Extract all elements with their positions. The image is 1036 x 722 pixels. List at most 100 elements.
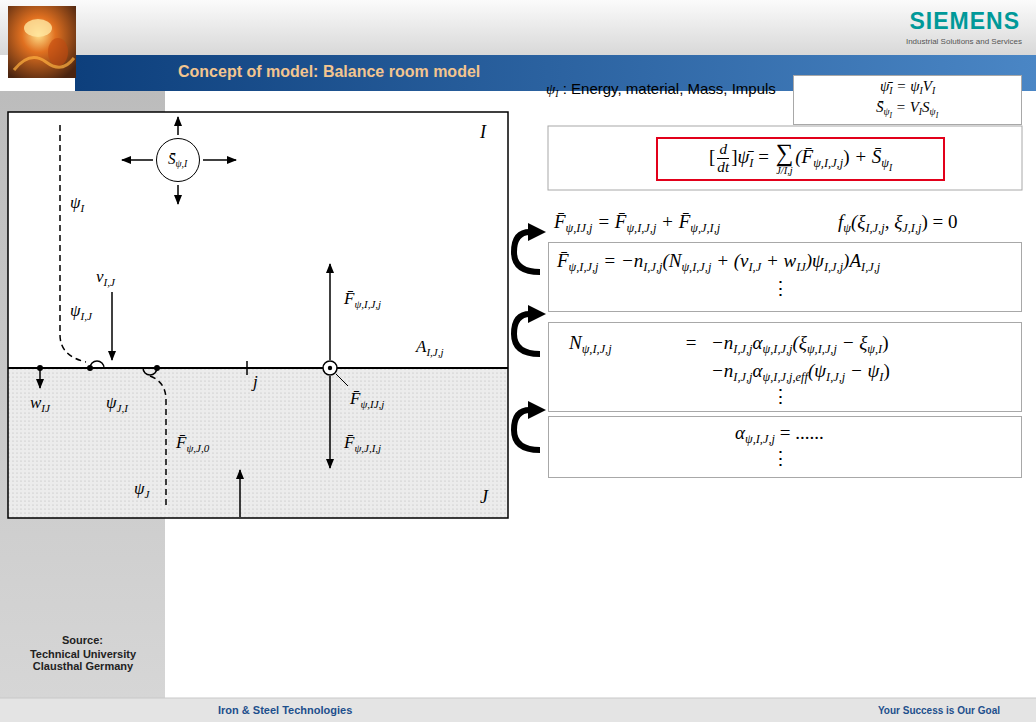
math-symbol: w [30,393,41,412]
subscript: ψ,I,J,j,eff [763,370,808,384]
subscript: ψ,J,0 [186,442,209,454]
denominator: dt [717,158,729,176]
subscript: I [919,106,922,117]
math-line: wIJ [30,392,50,416]
math-symbol: A [416,337,426,356]
subscript: ψ [884,106,890,117]
sub-subscript: I [890,111,893,120]
source-note: Technical University Clausthal Germany [8,648,158,672]
subscript: IJ [796,260,806,274]
subscript: I,J,j [826,370,845,384]
math-symbol: F̄ [344,289,354,308]
math-line: ψJ,I [106,392,128,416]
math-line: ⋮ [771,447,790,471]
math-symbol: J [480,487,488,507]
math-symbol: f [838,211,843,232]
subscript: ψ,I,J,j [813,156,843,170]
math-symbol: F̄ [350,389,360,408]
math-line: F̄ψ,I,J,j = −nI,J,j(Nψ,I,J,j + (vI,J + w… [557,249,880,276]
subscript: I,J,j [733,342,752,356]
math-line: J [480,486,488,509]
math-line: F̄ψ,J,0 [176,432,209,456]
math-operator: = ...... [775,422,824,443]
math-symbol: α [735,422,745,443]
math-symbol: ψ [70,301,81,320]
math-symbol: ψ̄ [737,146,749,167]
math-symbol: = V [892,99,919,115]
math-symbol: = ψ [893,78,920,94]
sum-symbol: ∑ [776,141,794,166]
math-line: = [681,331,701,355]
math-symbol: F̄ [176,433,186,452]
math-symbol: S [922,99,930,115]
subscript: ψ,I [176,158,188,169]
subscript: J [145,488,150,500]
math-symbol: = −n [599,250,644,271]
subscript: I [81,202,85,214]
math-line: ψI : Energy, material, Mass, Impuls [546,80,776,101]
math-line: F̄ψ,IJ,j = F̄ψ,I,J,j + F̄ψ,J,I,j [554,210,720,237]
math-line: S̄ψ,I [168,150,187,171]
subscript: ψ,I [867,342,882,356]
subscript: ψ,I,J,j [626,221,656,235]
subscript: I [555,88,558,99]
math-operator: ) [843,146,849,167]
subscript: I,J [104,276,115,288]
brand-logo: SIEMENS [909,8,1020,35]
subscript: I,J,j [643,260,662,274]
math-line: F̄ψ,IJ,j [350,388,384,412]
subscript: ψ,I,J,j [681,260,711,274]
math-symbol: ψ [106,393,117,412]
slide-title: Concept of model: Balance room model [178,63,480,81]
math-symbol: (ξ [851,211,865,232]
math-symbol: )A [843,250,861,271]
math-symbol: S̄ [168,151,176,167]
math-operator: ) [883,360,889,381]
subscript: ψ,I,J,j [807,342,837,356]
math-line: αψ,I,J,j = ...... [735,421,824,448]
sub-subscript: I [889,163,892,173]
math-line: −nI,J,jαψ,I,J,j(ξψ,I,J,j − ξψ,I) [711,331,889,358]
math-symbol: ψ [134,479,145,498]
subscript: ψ,I,J,j [354,298,381,310]
math-line: Nψ,I,J,j [569,331,612,358]
subscript: I [920,85,923,96]
subscript: IJ [41,402,50,414]
subscript: ψ,I,J,j [763,342,793,356]
math-line: j [253,371,258,392]
math-symbol: −n [711,360,733,381]
math-symbol: α [753,360,763,381]
math-symbol: + (v [711,250,748,271]
math-symbol: F̄ [344,433,354,452]
subscript: I,J [748,260,761,274]
math-line: fψ(ξI,J,j, ξJ,I,j) = 0 [838,210,958,237]
fraction: ddt [717,141,729,175]
math-line: AI,J,j [416,336,444,360]
subscript: ψ,IJ,j [566,221,593,235]
math-symbol: (ψ [808,360,826,381]
subscript: I [932,85,935,96]
subscript: I,J,j [426,346,443,358]
subscript: ψ,I,J,j [745,432,775,446]
math-symbol: j [253,372,258,391]
math-symbol: v [96,267,104,286]
subscript: I,J,j [861,260,880,274]
ellipsis-dots: ⋮ [771,448,790,469]
subscript: ψ,J,I,j [690,221,720,235]
ellipsis-dots: ⋮ [771,386,790,407]
math-symbol: F̄ [557,250,569,271]
math-line: F̄ψ,J,I,j [344,432,381,456]
subscript: ψ [930,106,936,117]
transfer-equation-box: Nψ,I,J,j = −nI,J,jαψ,I,J,j(ξψ,I,J,j − ξψ… [548,322,1022,412]
subscript: ψ,IJ,j [360,398,384,410]
math-symbol: + F̄ [656,211,690,232]
math-line: I [480,121,486,144]
math-symbol: − ξ [837,332,867,353]
subscript: I,J,j [824,260,843,274]
subscript: I,J [81,310,92,322]
math-symbol: S̄ [876,99,884,115]
math-operator: = [753,146,773,167]
subscript: ψ [881,156,889,170]
math-symbol: I [480,122,486,142]
